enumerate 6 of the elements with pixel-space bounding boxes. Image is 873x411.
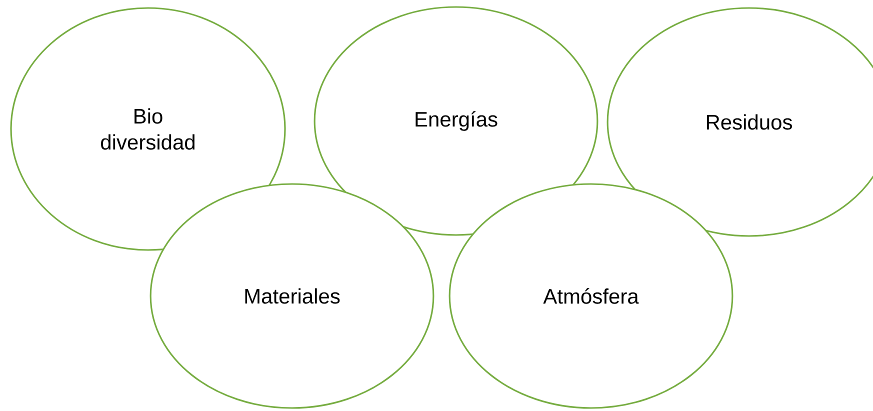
ellipse-node: Materiales (150, 183, 434, 409)
ellipse-node: Energías (314, 6, 598, 236)
node-label: Materiales (245, 288, 340, 304)
node-label: Atmósfera (543, 288, 639, 304)
ellipse-node: Bio diversidad (10, 7, 286, 251)
ellipse-node: Atmósfera (448, 183, 734, 409)
